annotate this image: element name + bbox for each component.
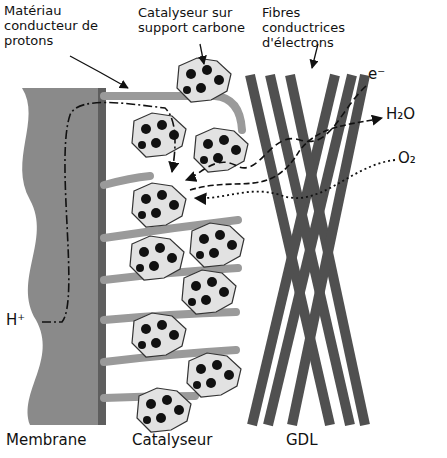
leader-line [200, 44, 204, 64]
membrane-edge [98, 88, 106, 425]
layer-label: Membrane [6, 432, 86, 449]
part-label: Fibres conductrices d'électrons [262, 6, 382, 51]
layer-label: Catalyseur [132, 432, 213, 449]
electron-path [186, 86, 366, 180]
species-label: H⁺ [6, 312, 25, 329]
species-label: H₂O [386, 106, 415, 123]
leader-line [70, 56, 128, 88]
proton-path [42, 102, 175, 322]
membrane [22, 88, 100, 425]
catalyst-particles [130, 58, 248, 432]
water-path [190, 118, 382, 190]
part-label: Catalyseur sur support carbone [138, 6, 260, 36]
gdl-fibres [250, 75, 365, 425]
layer-label: GDL [286, 432, 318, 449]
oxygen-path [195, 160, 395, 198]
species-label: e⁻ [368, 66, 385, 83]
part-label: Matériau conducteur de protons [4, 4, 116, 49]
species-label: O₂ [398, 150, 416, 167]
